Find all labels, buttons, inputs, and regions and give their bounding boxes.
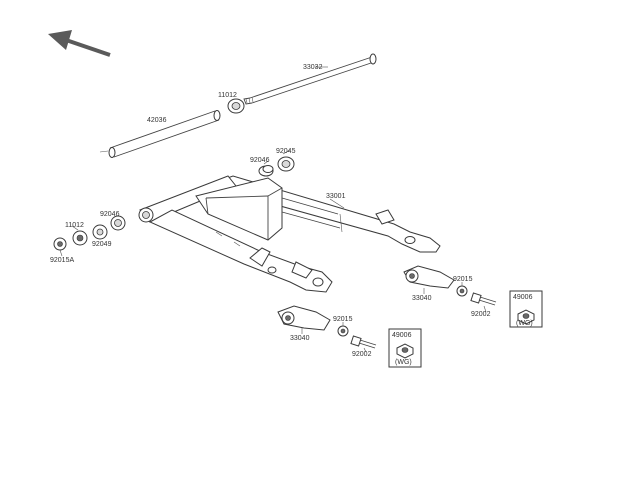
label-92045-top: 92045 [276, 148, 296, 155]
bearing-11012-top [227, 98, 245, 114]
direction-arrow-icon [48, 30, 111, 57]
label-92046-top: 92046 [250, 157, 270, 164]
label-42036: 42036 [147, 117, 167, 124]
label-92015A: 92015A [50, 257, 74, 264]
label-11012-left: 11012 [65, 222, 84, 229]
label-33032: 33032 [303, 64, 323, 71]
label-wg-left: (WG) [395, 359, 412, 366]
bolt-92002-left [350, 335, 377, 349]
label-33040-right: 33040 [412, 295, 432, 302]
label-33040-left: 33040 [290, 335, 310, 342]
nut-box-49006-left [388, 328, 422, 368]
sleeve-42036 [99, 110, 221, 158]
label-11012-top: 11012 [218, 92, 237, 99]
locknut-92015-right [456, 285, 468, 297]
seal-92046-left [110, 215, 126, 231]
swingarm-33001 [138, 175, 441, 293]
label-92002-left: 92002 [352, 351, 372, 358]
locknut-92015-left [337, 325, 349, 337]
chain-adjuster-33040-right [403, 265, 455, 289]
seal-92045-top [277, 156, 295, 172]
label-33001: 33001 [326, 193, 346, 200]
cap-92015A [53, 237, 67, 251]
label-92046-left: 92046 [100, 211, 120, 218]
nut-box-49006-right [509, 290, 543, 328]
label-49006-right: 49006 [513, 294, 533, 301]
label-92002-right: 92002 [471, 311, 491, 318]
bolt-92002-right [470, 292, 497, 306]
label-92049: 92049 [92, 241, 112, 248]
label-49006-left: 49006 [392, 332, 412, 339]
chain-adjuster-33040-left [277, 305, 331, 331]
bearing-11012-left [72, 230, 88, 246]
pivot-shaft-33032 [243, 53, 377, 105]
label-92015-right: 92015 [453, 276, 473, 283]
seal-92049 [92, 224, 108, 240]
label-wg-right: (WG) [516, 320, 533, 327]
spacer-92046-top [258, 165, 274, 177]
label-92015-left: 92015 [333, 316, 353, 323]
